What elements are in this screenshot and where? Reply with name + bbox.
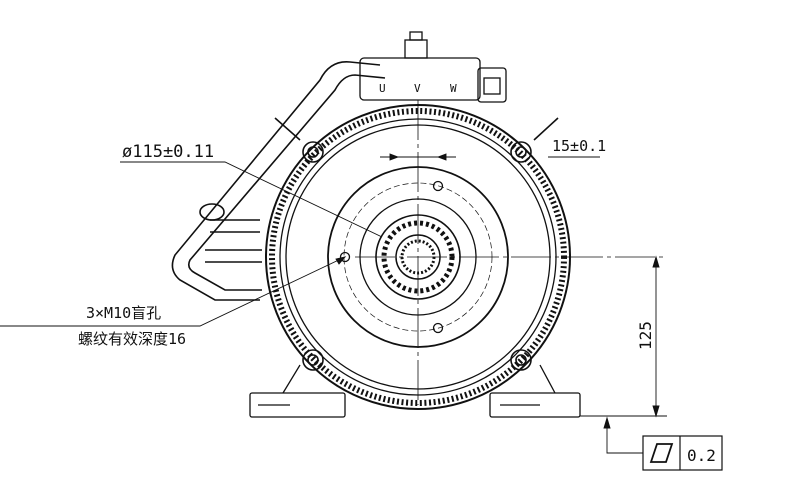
- height-dimension: [580, 255, 667, 454]
- cooling-pipe: [171, 61, 386, 301]
- phase-u-label: U: [379, 82, 386, 95]
- phase-v-label: V: [414, 82, 421, 95]
- diameter-label: ø115±0.11: [122, 142, 214, 162]
- mounting-feet: [249, 364, 581, 418]
- motor-housing: [265, 104, 571, 410]
- flatness-value: 0.2: [687, 446, 716, 465]
- flatness-icon: [649, 443, 674, 463]
- mounting-bolts: [274, 117, 559, 371]
- leader-lines: [0, 153, 600, 327]
- flatness-tolerance-frame: [642, 435, 723, 471]
- terminal-box: [359, 31, 507, 103]
- height-label: 125: [636, 321, 655, 350]
- phase-w-label: W: [450, 82, 457, 95]
- holes-label-line2: 螺纹有效深度16: [78, 330, 186, 348]
- holes-label-line1: 3×M10盲孔: [86, 304, 161, 322]
- centerlines: [355, 100, 665, 405]
- threaded-holes: [339, 180, 444, 334]
- offset-label: 15±0.1: [552, 137, 606, 155]
